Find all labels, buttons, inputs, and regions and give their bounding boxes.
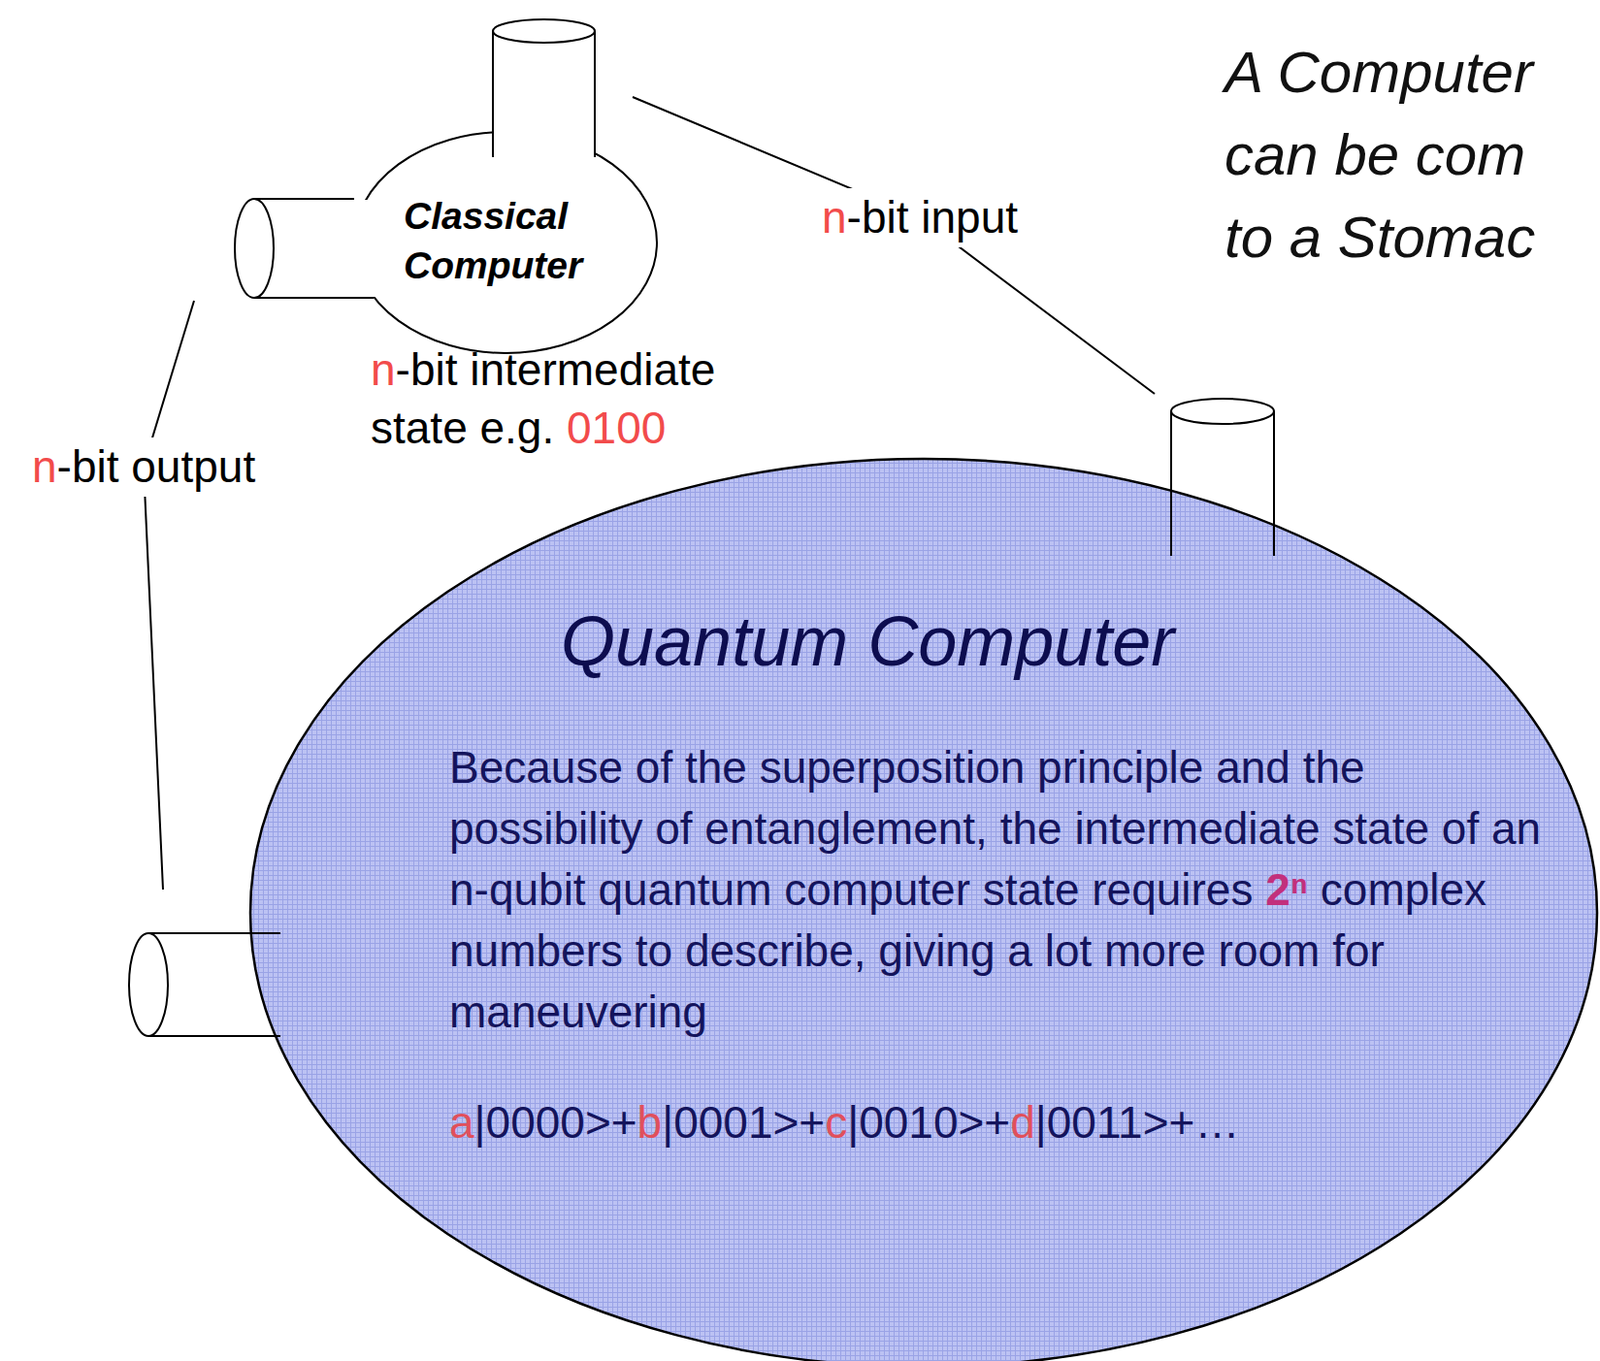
classical-computer-outline: [194, 14, 680, 364]
highlight: n: [370, 344, 396, 395]
slide-heading: to a Stomac: [1224, 203, 1535, 271]
node-title: Quantum Computer: [560, 603, 1357, 681]
highlight: n: [32, 441, 58, 492]
edge-label: n-bit input: [812, 188, 1028, 248]
edge-label: n-bit output: [22, 437, 265, 497]
highlight: d: [1010, 1097, 1036, 1148]
leader-line: [143, 300, 195, 890]
highlight: 2ⁿ: [1265, 864, 1308, 915]
highlight: a: [449, 1097, 475, 1148]
classical-computer: Classical Computer: [194, 14, 680, 364]
slide-heading: A Computer: [1224, 38, 1534, 106]
highlight: 0100: [566, 402, 666, 454]
node-body: Because of the superposition principle a…: [449, 737, 1556, 1044]
highlight: n: [821, 192, 848, 243]
state-formula: a|0000>+b|0001>+c|0010>+d|0011>+…: [449, 1096, 1556, 1150]
highlight: c: [824, 1097, 848, 1148]
quantum-computer: Quantum ComputerBecause of the superposi…: [127, 399, 1600, 1361]
highlight: b: [637, 1097, 663, 1148]
node-title: Classical Computer: [403, 192, 637, 291]
state-note: n-bit intermediate state e.g. 0100: [370, 341, 798, 458]
slide-heading: can be com: [1224, 121, 1526, 189]
